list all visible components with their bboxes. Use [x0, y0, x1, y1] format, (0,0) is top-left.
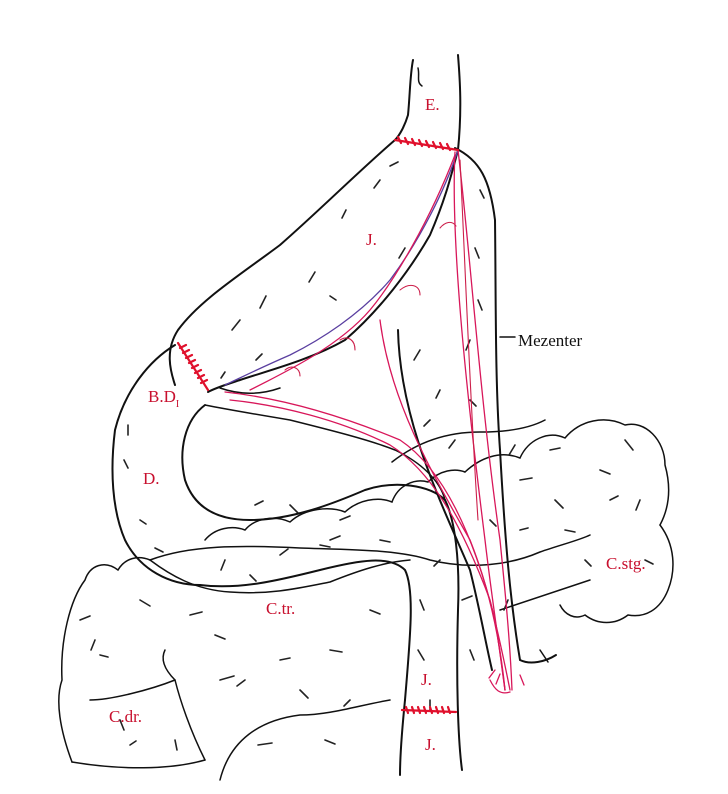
label-jejunum-lower-1: J. [421, 670, 432, 689]
anastomosis-sutures [176, 135, 460, 715]
label-duodenum: D. [143, 469, 160, 488]
mesentery [397, 147, 557, 671]
label-colon-left: C.stg. [606, 554, 646, 573]
label-mesentery: Mezenter [518, 331, 583, 350]
suture-jejunal-lower [400, 708, 458, 714]
duodenum [111, 344, 463, 776]
bowel-texture [123, 161, 516, 711]
label-anastomosis-bd: B.DI [148, 387, 179, 410]
colon [58, 419, 674, 781]
label-jejunum-upper: J. [366, 230, 377, 249]
esophagus [394, 54, 462, 151]
suture-esophagojejunal [393, 138, 460, 152]
label-colon-transverse: C.tr. [266, 599, 295, 618]
label-bd-main: B.D [148, 387, 176, 406]
colon-texture [79, 439, 654, 751]
label-jejunum-lower-2: J. [425, 735, 436, 754]
label-esophagus: E. [425, 95, 440, 114]
label-bd-subscript: I [176, 399, 179, 410]
label-colon-right: C.dr. [109, 707, 142, 726]
mesenteric-vessels [224, 149, 525, 694]
